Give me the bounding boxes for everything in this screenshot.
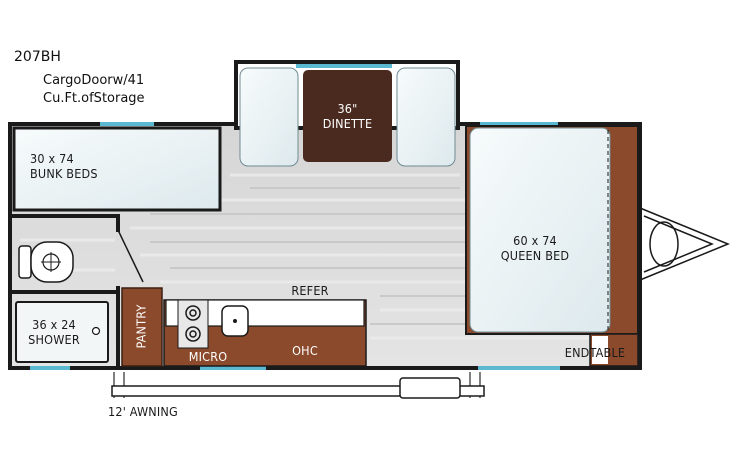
cargo-note-line-2: Cu.Ft.ofStorage — [43, 91, 145, 106]
stove-burners — [185, 305, 201, 342]
entry-step — [399, 377, 461, 399]
bathroom-walls — [12, 214, 120, 368]
pantry-label: PANTRY — [133, 304, 149, 349]
dinette-window — [296, 64, 392, 68]
bathroom-door-swing — [117, 229, 144, 283]
ohc-label: OHC — [292, 343, 318, 358]
queen-window — [480, 122, 558, 126]
shower — [15, 301, 109, 363]
stove — [177, 299, 209, 349]
endtable-label: ENDTABLE — [564, 345, 626, 360]
cargo-door-note: CargoDoorw/41 Cu.Ft.ofStorage — [43, 72, 145, 108]
bath-window — [30, 366, 70, 370]
bunk-beds — [12, 126, 222, 212]
awning-bar — [111, 385, 485, 397]
cargo-note-line-1: CargoDoorw/41 — [43, 73, 145, 88]
dinette-table — [303, 70, 392, 162]
micro-label: MICRO — [188, 349, 228, 364]
dinette-bench-right — [396, 67, 456, 167]
shower-label: 36 x 24 SHOWER — [28, 317, 80, 347]
bunk-window — [100, 122, 154, 126]
toilet-tank — [18, 245, 32, 279]
galley-window — [200, 366, 266, 370]
queen-bed — [469, 127, 611, 333]
model-number: 207BH — [14, 49, 61, 65]
pantry — [121, 287, 163, 367]
awning-label: 12' AWNING — [108, 404, 178, 419]
refer-label: REFER — [291, 283, 329, 298]
bunk-beds-label: 30 x 74 BUNK BEDS — [30, 151, 98, 181]
dinette-bench-left — [239, 67, 299, 167]
queen-bed-label: 60 x 74 QUEEN BED — [500, 233, 570, 263]
hitch — [639, 207, 730, 281]
dinette-label: 36" DINETTE — [322, 101, 373, 131]
rear-window — [478, 366, 560, 370]
